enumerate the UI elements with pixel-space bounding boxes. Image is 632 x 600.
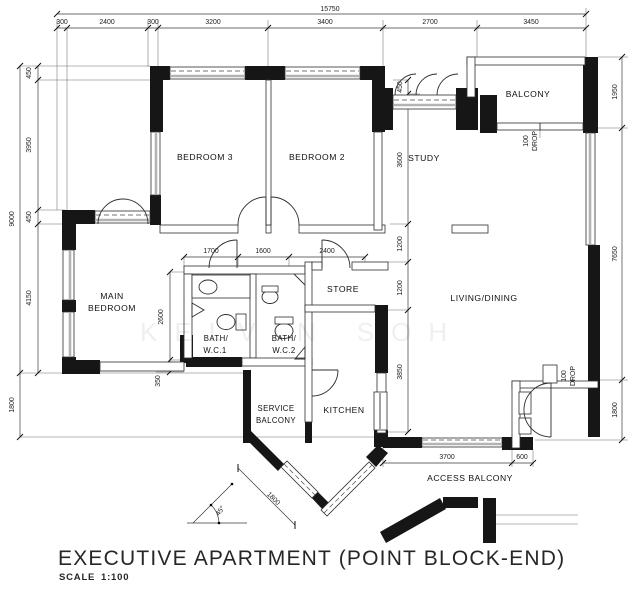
plan-title: EXECUTIVE APARTMENT (POINT BLOCK-END) xyxy=(58,547,565,570)
room-label-bath1-1: BATH/ xyxy=(204,334,229,343)
main-bedroom-side-window2 xyxy=(62,311,75,358)
bath1-door-swing xyxy=(191,302,205,318)
study-window xyxy=(392,94,457,110)
bedroom3-door-arc xyxy=(237,196,267,226)
dim-bottom-600: 600 xyxy=(516,454,528,461)
entrance-drop-label: DROP xyxy=(570,366,577,386)
dim-top-2700: 2700 xyxy=(422,19,437,26)
entrance-door-arc xyxy=(523,382,552,438)
scale-value: 1:100 xyxy=(101,572,129,583)
dim-left-450b: 450 xyxy=(26,211,33,223)
angle-marker: 45° xyxy=(187,482,247,525)
dim-bath-350: 350 xyxy=(155,375,162,387)
dim-inner-1200a: 1200 xyxy=(397,236,404,251)
room-label-bath1-2: W.C.1 xyxy=(203,346,226,355)
dim-left-3950: 3950 xyxy=(26,137,33,152)
dim-left-450a: 450 xyxy=(26,67,33,79)
dim-inner-3600: 3600 xyxy=(397,152,404,167)
room-label-kitchen: KITCHEN xyxy=(323,405,364,415)
scale-label: SCALE xyxy=(59,572,95,583)
access-balcony-window xyxy=(421,437,503,448)
adjacent-unit xyxy=(380,497,578,543)
doors xyxy=(97,73,552,438)
balcony-drop-label: DROP xyxy=(532,131,539,151)
dim-bottom-3700: 3700 xyxy=(439,454,454,461)
toilet-bowl xyxy=(216,314,236,330)
room-label-access-balcony: ACCESS BALCONY xyxy=(427,473,513,483)
walls xyxy=(62,57,600,511)
shower-corner xyxy=(293,273,306,286)
dim-left-9000: 9000 xyxy=(9,211,16,226)
toilet-tank xyxy=(235,313,247,331)
room-label-main-bedroom-2: BEDROOM xyxy=(88,303,136,313)
fixtures xyxy=(191,273,381,429)
dim-bath-2600: 2600 xyxy=(158,309,165,324)
toilet-tank xyxy=(274,316,294,325)
room-label-bath2-2: W.C.2 xyxy=(272,346,295,355)
room-label-service-1: SERVICE xyxy=(258,404,295,413)
dimension-labels: 15750 300 2400 300 3200 3400 2700 3450 9… xyxy=(9,6,619,507)
dim-top-300a: 300 xyxy=(56,19,68,26)
dim-right-1950: 1950 xyxy=(612,84,619,99)
dim-diagonal-1800: 1800 xyxy=(265,491,281,507)
room-label-main-bedroom-1: MAIN xyxy=(100,291,123,301)
room-label-service-2: BALCONY xyxy=(256,416,296,425)
balcony-drop-100: 100 xyxy=(523,135,530,147)
entrance-drop-100: 100 xyxy=(561,370,568,382)
watermark-text: KELVIN SOH xyxy=(140,317,464,347)
windows xyxy=(62,66,596,514)
dim-inner-450: 450 xyxy=(397,81,404,93)
store-door-arc xyxy=(321,239,351,269)
room-label-bedroom2: BEDROOM 2 xyxy=(289,152,345,162)
dim-top-total: 15750 xyxy=(320,6,339,13)
room-label-store: STORE xyxy=(327,284,359,294)
casement-arc xyxy=(122,198,149,225)
bath2-door-swing xyxy=(294,345,306,360)
room-label-balcony: BALCONY xyxy=(506,89,551,99)
angle-label: 45° xyxy=(214,504,227,517)
dim-top-3450: 3450 xyxy=(523,19,538,26)
dim-inner-3850: 3850 xyxy=(397,364,404,379)
sink-basin xyxy=(261,290,279,304)
dim-right-1800: 1800 xyxy=(612,402,619,417)
room-label-bedroom3: BEDROOM 3 xyxy=(177,152,233,162)
dim-top-2400: 2400 xyxy=(99,19,114,26)
sink-shelf xyxy=(261,285,279,293)
main-bedroom-side-window xyxy=(62,249,75,301)
sink-basin xyxy=(198,279,218,295)
dim-inner-1200b: 1200 xyxy=(397,280,404,295)
dim-top-300b: 300 xyxy=(147,19,159,26)
dim-right-7650: 7650 xyxy=(612,246,619,261)
dim-hall-1700: 1700 xyxy=(203,248,218,255)
dim-hall-2400: 2400 xyxy=(319,248,334,255)
room-label-bath2-1: BATH/ xyxy=(272,334,297,343)
bedroom2-door-arc xyxy=(270,196,300,226)
study-casement-arc xyxy=(415,73,438,96)
dim-top-3400: 3400 xyxy=(317,19,332,26)
casement-arc xyxy=(97,198,124,225)
title-block: EXECUTIVE APARTMENT (POINT BLOCK-END) SC… xyxy=(58,547,565,583)
dim-hall-1600: 1600 xyxy=(255,248,270,255)
study-casement-arc xyxy=(436,73,459,96)
dimension-lines xyxy=(19,13,623,526)
room-label-study: STUDY xyxy=(408,153,440,163)
dim-left-1800: 1800 xyxy=(9,397,16,412)
room-label-living-dining: LIVING/DINING xyxy=(450,293,517,303)
study-casement-arc xyxy=(394,73,417,96)
room-labels: BEDROOM 3 BEDROOM 2 STUDY BALCONY MAIN B… xyxy=(88,89,550,483)
dim-top-3200: 3200 xyxy=(205,19,220,26)
main-bedroom-door-arc xyxy=(208,239,238,269)
vanity-counter xyxy=(191,274,251,299)
kitchen-door-arc xyxy=(311,369,339,397)
dim-left-4150: 4150 xyxy=(26,290,33,305)
